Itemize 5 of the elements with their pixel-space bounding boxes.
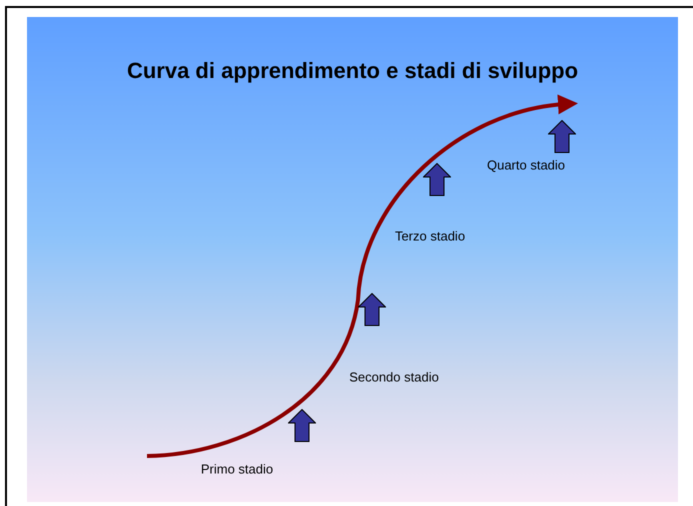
stage-label: Secondo stadio [349,368,439,386]
stage-label: Quarto stadio [486,156,566,174]
title: Curva di apprendimento e stadi di sviluppo [126,57,580,85]
stage-label: Terzo stadio [394,227,466,246]
stage-label: Primo stadio [200,460,274,478]
